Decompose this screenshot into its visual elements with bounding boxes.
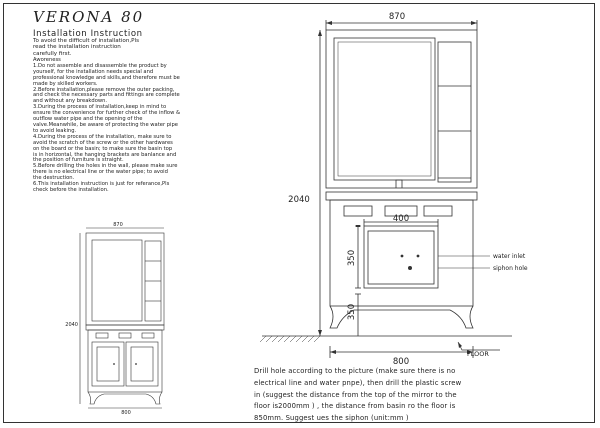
instruction-line: 4.During the process of the installation…	[33, 133, 172, 140]
intro-line: To avoid the difficult of installation,P…	[33, 38, 140, 44]
floor-arrow	[457, 341, 500, 351]
drilling-note: Drill hole according to the picture (mak…	[254, 366, 584, 425]
drawer-left-outline	[343, 205, 373, 217]
water-inlet-label: water inlet	[493, 253, 526, 260]
instruction-line: 6.This installation instruction is just …	[33, 181, 170, 188]
instruction-line: and without any breakdown.	[33, 98, 108, 105]
instruction-line: made by skilled workers.	[33, 80, 98, 87]
instruction-line: Aworeness	[33, 57, 61, 63]
instruction-line: the position of furniture is straight.	[33, 157, 124, 164]
siphon-hole	[408, 266, 412, 270]
small-dim-width-top: 870	[113, 222, 123, 228]
dim-width-bottom-label: 800	[393, 357, 409, 367]
drawer-right-outline	[423, 205, 453, 217]
instruction-line: check before the installation.	[33, 186, 109, 193]
intro-line: carefully first.	[33, 50, 72, 57]
left-door-outline	[91, 341, 125, 387]
mirror-outline	[333, 37, 436, 181]
vanity-legs-outline	[329, 305, 474, 329]
dim-lower-label: 350	[347, 304, 357, 320]
dim-upper-label: 350	[347, 250, 357, 266]
instruction-line: 5.Before drilling the holes in the wall,…	[33, 163, 178, 170]
vanity-legs-outline	[87, 391, 163, 405]
vanity-body-outline	[87, 329, 163, 393]
mirror-cabinet-outline	[325, 29, 478, 189]
mirror-outline	[91, 239, 143, 322]
instruction-list: Aworeness 1.Do not assemble and disassem…	[33, 57, 198, 194]
note-line: floor is2000mm ) , the distance from bas…	[254, 402, 456, 411]
note-line: 850mm. Suggest ues the siphon (unit:mm )	[254, 414, 409, 423]
intro-text: To avoid the difficult of installation,P…	[33, 38, 183, 57]
instruction-line: valve.Meanwhile, be aware of protecting …	[33, 121, 178, 128]
siphon-hole-label: siphon hole	[493, 265, 528, 272]
instruction-line: outflow water pipe and the opening of th…	[33, 116, 143, 123]
water-inlet-hole	[400, 254, 404, 258]
instruction-line: professional knowledge and skills,and th…	[33, 74, 180, 81]
instruction-line: yourself, for the installation needs spe…	[33, 68, 154, 75]
small-dim-height: 2040	[65, 322, 78, 328]
instruction-line: to avoid leaking.	[33, 127, 77, 134]
instruction-line: 2.Before installation,please remove the …	[33, 86, 175, 93]
instruction-line: the destruction.	[33, 175, 75, 182]
note-line: electrical line and water pnpe), then dr…	[254, 378, 462, 387]
instruction-line: on the board or the basin; to make sure …	[33, 145, 173, 152]
drawer-center-outline	[384, 205, 418, 217]
note-line: Drill hole according to the picture (mak…	[254, 367, 456, 375]
instruction-line: ensure the convenience for further check…	[33, 110, 181, 117]
floor-label: FLOOR	[467, 350, 489, 358]
dim-width-top-label: 870	[389, 12, 405, 22]
dim-height-label: 2040	[288, 195, 310, 205]
basin-top-outline	[325, 191, 478, 201]
small-dim-width-bottom: 800	[121, 410, 131, 416]
page-border	[3, 3, 595, 423]
product-title: VERONA 80	[33, 8, 145, 26]
instruction-line: there is no electrical line or the water…	[33, 169, 168, 176]
instruction-line: is in horizontal, the hanging brackets a…	[33, 151, 177, 158]
right-door-outline	[125, 341, 159, 387]
dim-inner-width-label: 400	[393, 214, 409, 224]
instruction-line: and check the necessary parts and fittin…	[33, 92, 180, 99]
note-line: in (suggest the distance from the top of…	[254, 390, 457, 399]
intro-line: read the installation instruction	[33, 44, 121, 51]
vanity-body-outline	[329, 199, 474, 307]
instruction-line: 3.During the process of installation,kee…	[33, 104, 167, 111]
instruction-line: 1.Do not assemble and disassemble the pr…	[33, 62, 167, 69]
instruction-line: avoid the scratch of the screw or the ot…	[33, 139, 173, 146]
side-shelf-outline	[437, 41, 472, 183]
section-subtitle: Installation Instruction	[33, 29, 143, 39]
back-panel-outline	[363, 225, 439, 289]
